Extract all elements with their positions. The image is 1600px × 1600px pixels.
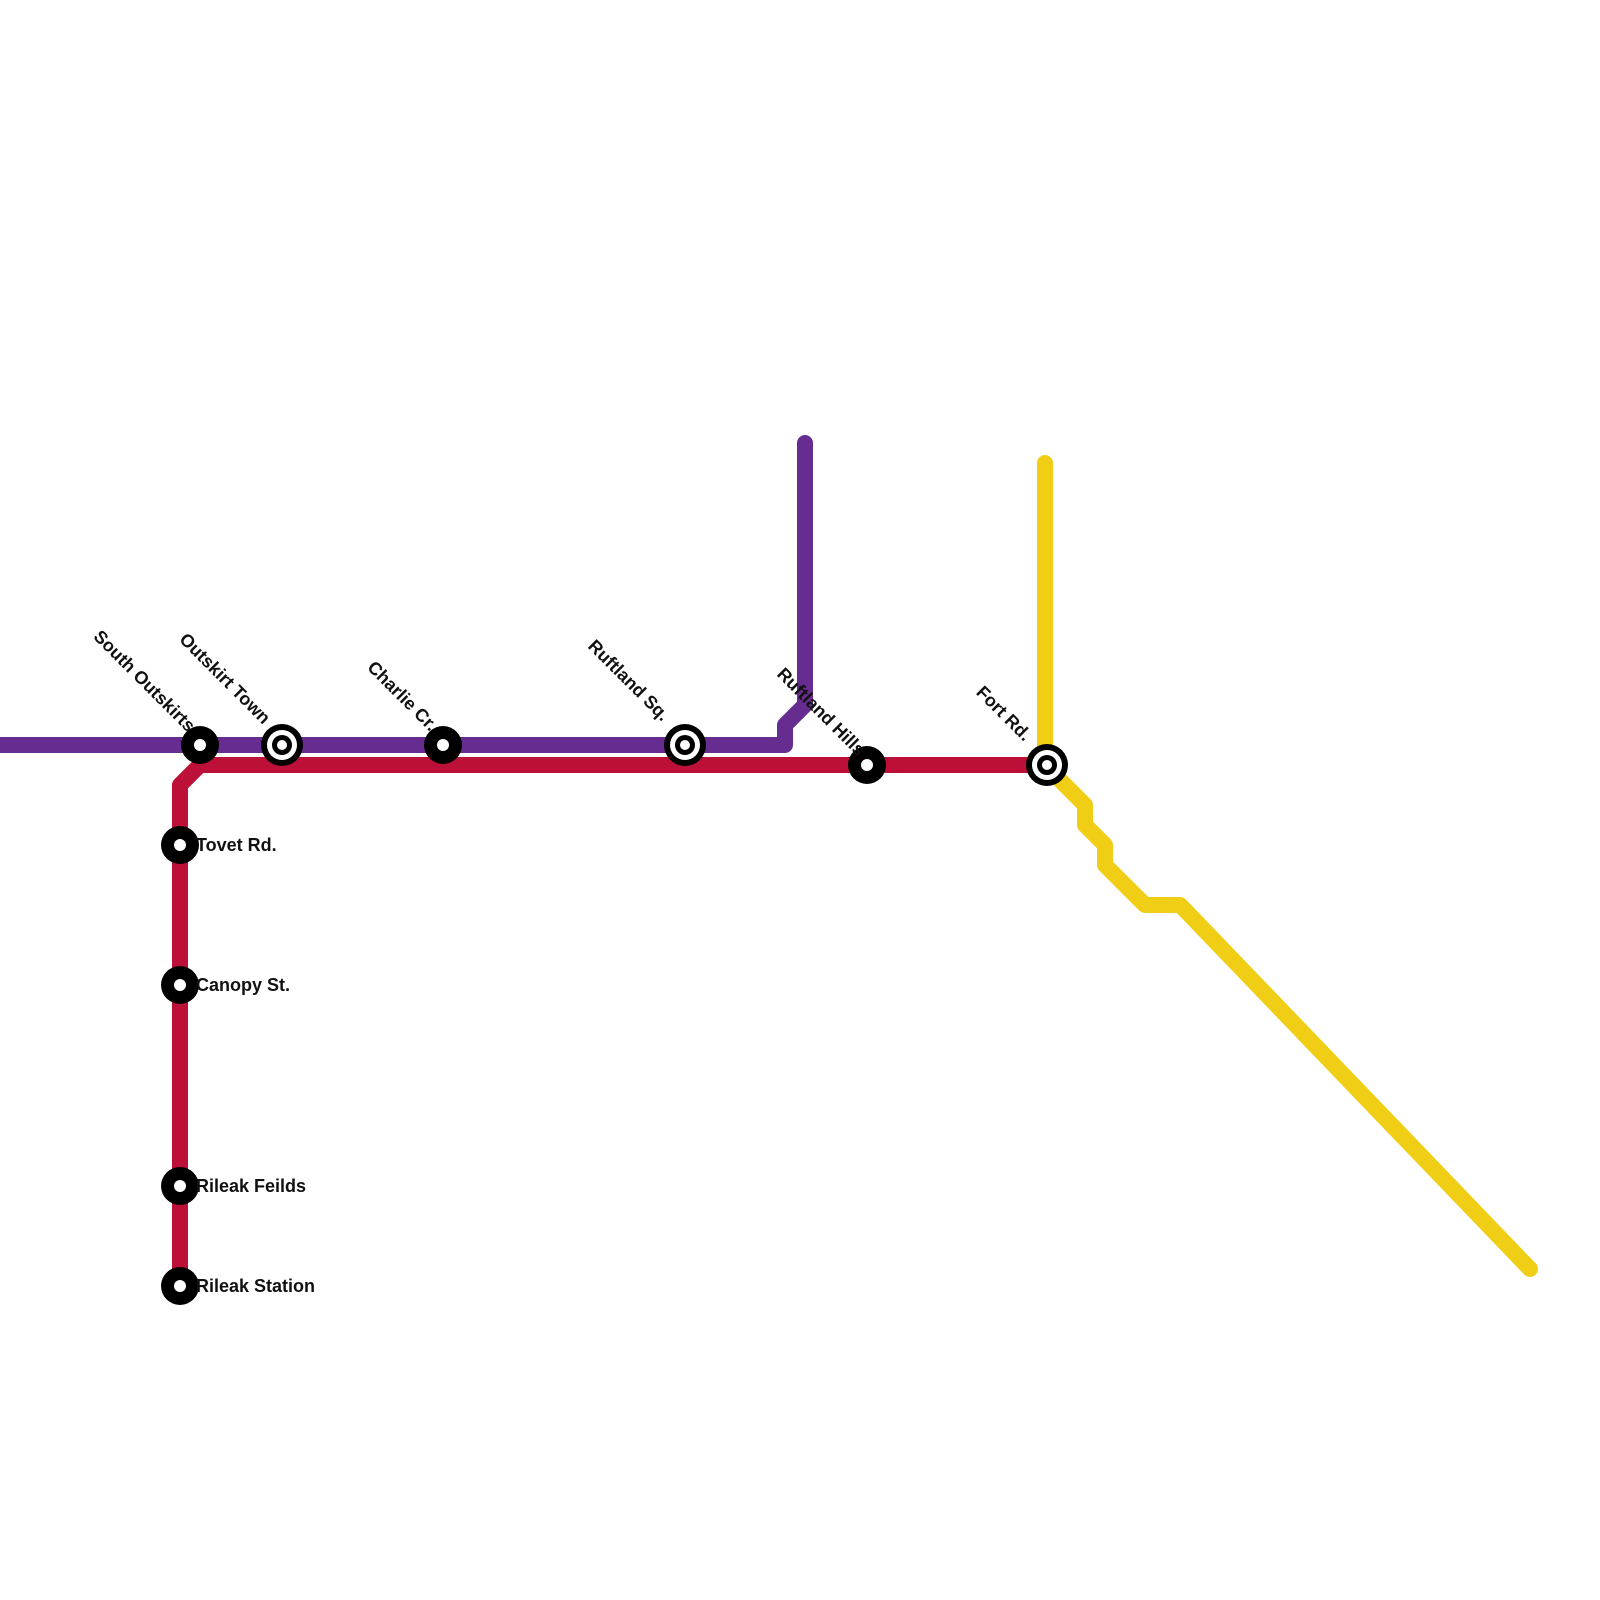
station-label-tovet-rd: Tovet Rd. (196, 835, 277, 855)
purple-line (0, 435, 813, 753)
red-line (172, 757, 1053, 1293)
station-rileak-station[interactable]: Rileak Station (161, 1267, 315, 1305)
station-label-canopy-st: Canopy St. (196, 975, 290, 995)
station-label-ruftland-sq: Ruftland Sq. (584, 636, 673, 725)
station-label-rileak-feilds: Rileak Feilds (196, 1176, 306, 1196)
station-canopy-st[interactable]: Canopy St. (161, 966, 290, 1004)
yellow-line (1037, 455, 1538, 1277)
station-tovet-rd[interactable]: Tovet Rd. (161, 826, 277, 864)
station-label-rileak-station: Rileak Station (196, 1276, 315, 1296)
station-label-charlie-cr: Charlie Cr. (363, 657, 441, 735)
station-label-fort-rd: Fort Rd. (972, 682, 1035, 745)
station-rileak-feilds[interactable]: Rileak Feilds (161, 1167, 306, 1205)
